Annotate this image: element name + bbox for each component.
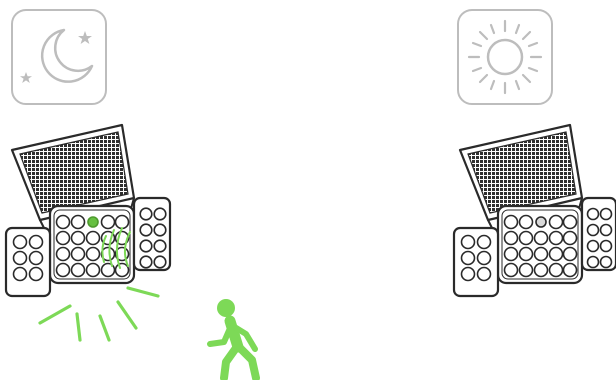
solar-panel (10, 123, 136, 233)
right-wing-module (580, 196, 616, 272)
light-rays (38, 286, 160, 342)
left-wing-module (452, 226, 500, 298)
right-wing-module (132, 196, 172, 272)
left-wing-module (4, 226, 52, 298)
solar-panel (458, 123, 584, 233)
sun-icon (457, 9, 553, 105)
center-light-module (48, 204, 136, 285)
walking-person-icon (207, 299, 260, 380)
center-light-module (496, 204, 584, 285)
motion-sensor-waves (101, 227, 131, 269)
moon-stars-icon (11, 9, 107, 105)
night-mode-panel (4, 9, 260, 380)
day-mode-panel (452, 9, 616, 298)
